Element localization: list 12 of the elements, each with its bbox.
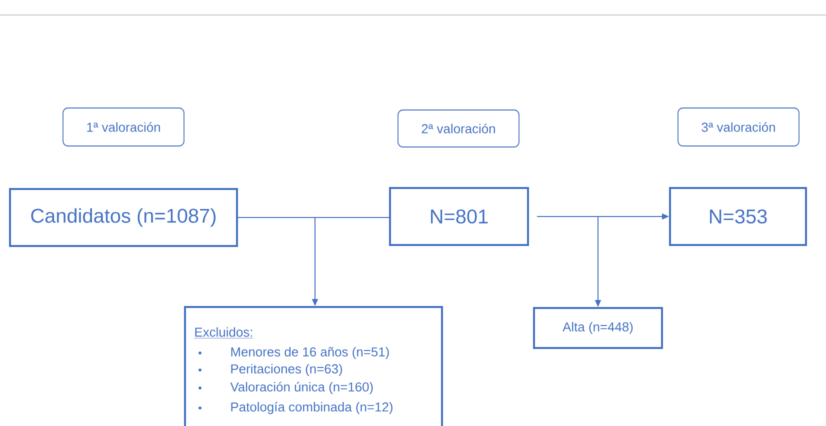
count-box: N=353 xyxy=(669,187,807,246)
count-box: N=801 xyxy=(389,187,529,246)
stage-label-box: 2ª valoración xyxy=(398,110,520,148)
list-item: Valoración única (n=160) xyxy=(230,382,373,394)
list-heading: Excluidos: xyxy=(194,327,254,338)
list-item: Menores de 16 años (n=51) xyxy=(231,346,389,360)
stage-label-box: 3ª valoración xyxy=(678,108,800,146)
count-box: Candidatos (n=1087) xyxy=(9,188,238,247)
stage-label-box: 1ª valoración xyxy=(62,108,184,146)
count-box: Alta (n=448) xyxy=(533,307,663,349)
list-item: Peritaciones (n=63) xyxy=(231,364,342,376)
list-item: Patología combinada (n=12) xyxy=(231,402,392,414)
